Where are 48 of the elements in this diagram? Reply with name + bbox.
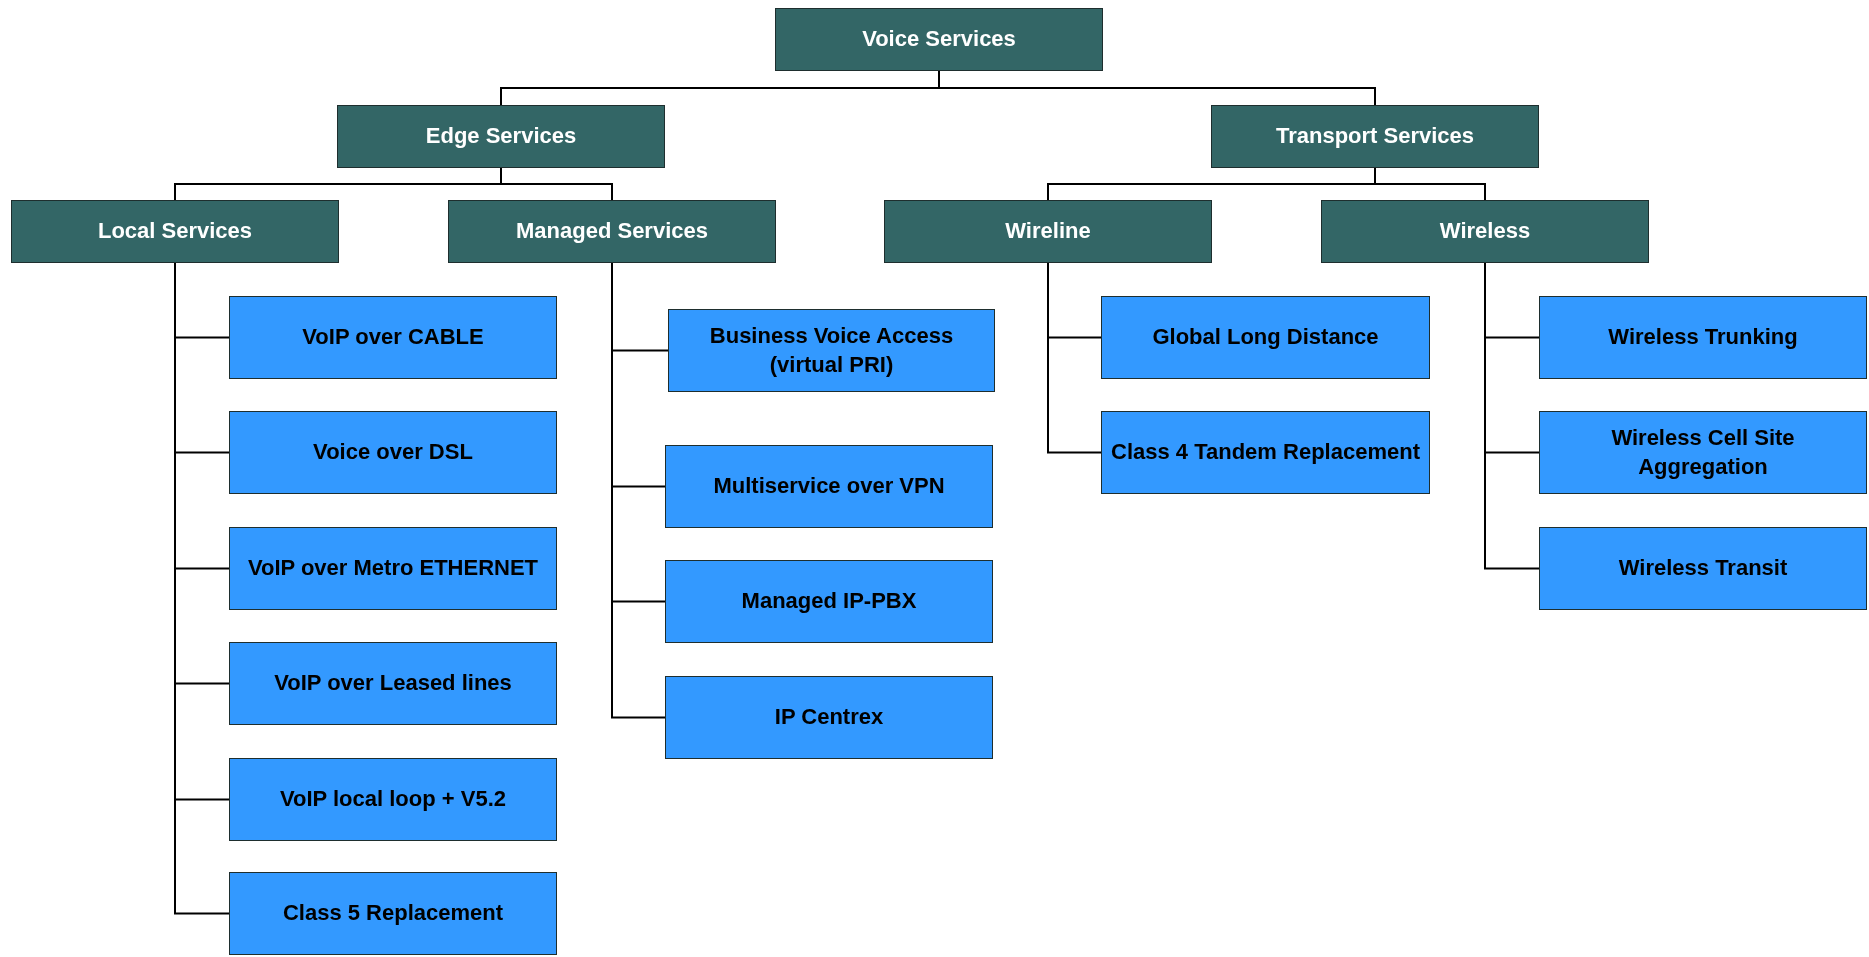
box-label: Business Voice Access (virtual PRI) [708,321,955,379]
box-label: VoIP local loop + V5.2 [279,785,507,814]
service-box [1539,411,1867,494]
service-box [665,560,993,643]
box-label: VoIP over Leased lines [273,669,513,698]
box-label: Global Long Distance [1151,323,1380,352]
box-label: Wireless Trunking [1607,323,1799,352]
connector-line [1374,167,1486,201]
connector-line [1484,262,1540,570]
category-box [1211,105,1539,168]
service-box [665,676,993,759]
service-box [229,296,557,379]
box-label: Multiservice over VPN [712,472,946,501]
category-box [11,200,339,263]
category-box [337,105,665,168]
service-box [1101,411,1430,494]
service-box [229,872,557,955]
box-label: Managed IP-PBX [740,587,918,616]
service-box [229,411,557,494]
category-box [1321,200,1649,263]
service-box [668,309,995,392]
box-label: Voice Services [861,25,1017,54]
category-box [775,8,1103,71]
box-label: Wireless Transit [1617,554,1789,583]
service-box [665,445,993,528]
connector-line [1047,262,1102,454]
service-box [229,758,557,841]
box-label: Class 4 Tandem Replacement [1110,438,1421,467]
box-label: Voice over DSL [312,438,474,467]
box-label: VoIP over Metro ETHERNET [246,554,540,583]
connector-line [500,167,613,201]
box-label: Transport Services [1274,122,1476,151]
box-label: Managed Services [515,217,709,246]
service-box [1539,296,1867,379]
service-box [1539,527,1867,610]
box-label: Wireline [1004,217,1092,246]
category-box [884,200,1212,263]
box-label: Wireless [1438,217,1532,246]
box-label: IP Centrex [773,703,885,732]
service-box [229,527,557,610]
service-box [229,642,557,725]
box-label: Class 5 Replacement [281,899,505,928]
service-box [1101,296,1430,379]
box-label: Wireless Cell Site Aggregation [1610,423,1796,481]
box-label: Edge Services [424,122,578,151]
box-label: Local Services [96,217,254,246]
category-box [448,200,776,263]
box-label: VoIP over CABLE [301,323,485,352]
